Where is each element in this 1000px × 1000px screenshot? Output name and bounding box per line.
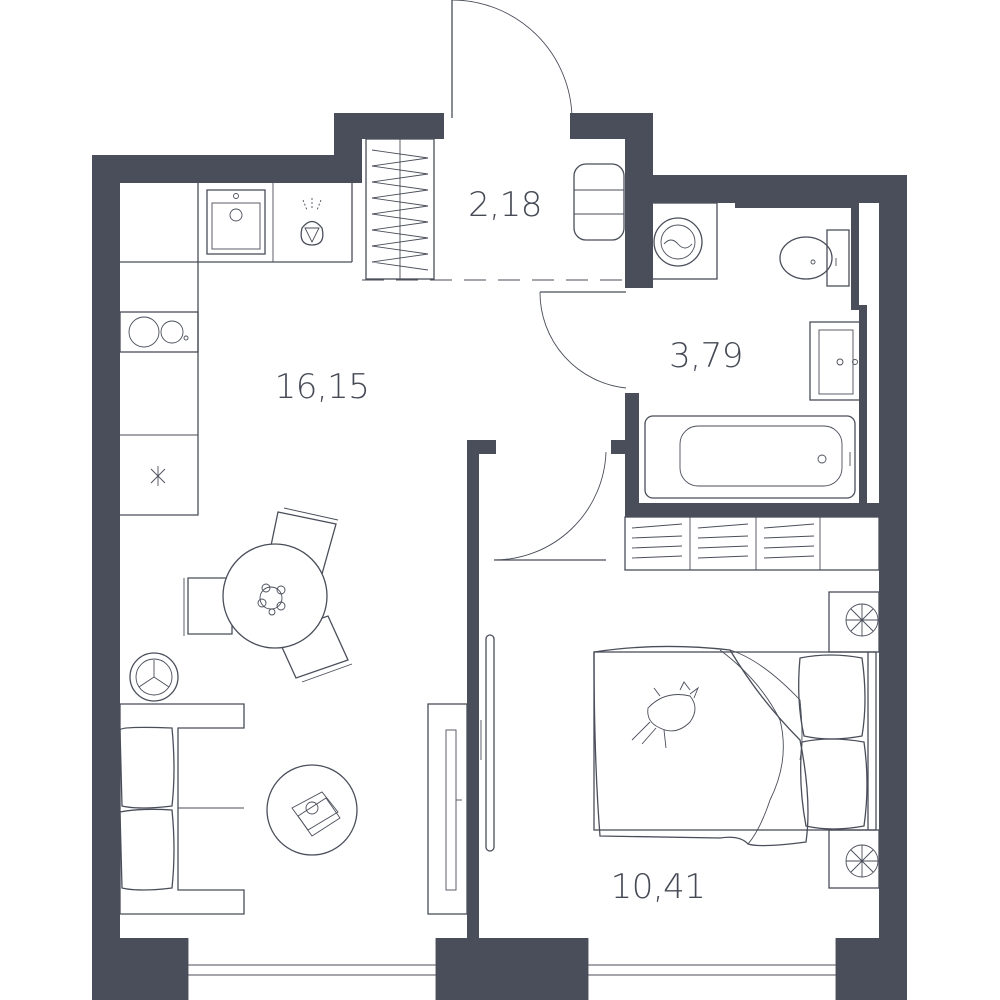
washing-machine-icon bbox=[638, 202, 718, 280]
sink-icon bbox=[206, 189, 266, 255]
bathtub-icon bbox=[644, 415, 856, 499]
dining-table-icon bbox=[183, 507, 353, 683]
wall-right bbox=[879, 175, 907, 1000]
cat-icon bbox=[631, 681, 700, 749]
room-area-bedroom: 10,41 bbox=[611, 867, 706, 907]
wall-bath-partition-2 bbox=[859, 305, 867, 505]
doors bbox=[362, 0, 627, 561]
wardrobe-icon bbox=[365, 138, 435, 280]
stove-icon bbox=[119, 311, 199, 353]
wall-bath-stub bbox=[611, 440, 639, 454]
door-swing-icon bbox=[539, 291, 627, 389]
window-icon bbox=[187, 938, 437, 1000]
nightstand-icon bbox=[828, 829, 880, 889]
wall-hall-top-left bbox=[334, 113, 444, 139]
bedroom bbox=[480, 516, 880, 889]
wall-bath-partition bbox=[851, 200, 859, 310]
wall-top-right bbox=[625, 175, 907, 203]
wall-left bbox=[92, 155, 120, 1000]
shoe-rack-icon bbox=[573, 163, 625, 241]
faucet-icon bbox=[300, 198, 324, 246]
toilet-icon bbox=[779, 229, 850, 287]
flower-pot-icon bbox=[257, 583, 286, 616]
washbasin-icon bbox=[809, 321, 861, 401]
mirror-icon bbox=[480, 634, 495, 852]
room-area-living-kitchen: 16,15 bbox=[275, 367, 370, 407]
windows bbox=[187, 938, 837, 1000]
wall-partition bbox=[467, 440, 479, 1000]
bathroom bbox=[638, 202, 861, 499]
wall-partition-cap bbox=[467, 440, 496, 454]
sofa-icon bbox=[119, 703, 245, 915]
wardrobe-icon bbox=[624, 516, 880, 571]
armchair-icon bbox=[129, 652, 179, 702]
double-bed-icon bbox=[593, 645, 877, 847]
chair-icon bbox=[183, 577, 233, 636]
tv-stand-icon bbox=[427, 703, 468, 915]
coffee-table-icon bbox=[266, 764, 358, 856]
door-swing-icon bbox=[493, 451, 607, 561]
wall-top-left bbox=[92, 155, 362, 183]
room-area-hall: 2,18 bbox=[468, 185, 542, 225]
kitchen bbox=[119, 183, 353, 516]
room-area-bathroom: 3,79 bbox=[669, 336, 743, 376]
fridge-icon bbox=[150, 466, 166, 486]
living bbox=[119, 652, 468, 915]
nightstand-icon bbox=[828, 591, 880, 653]
room-labels: 2,18 3,79 16,15 10,41 bbox=[275, 185, 744, 907]
wall-bath-top-strip bbox=[735, 200, 851, 208]
door-swing-icon bbox=[451, 0, 573, 119]
wall-bath-bottom bbox=[625, 503, 907, 517]
window-icon bbox=[587, 938, 837, 1000]
hall bbox=[365, 138, 625, 280]
